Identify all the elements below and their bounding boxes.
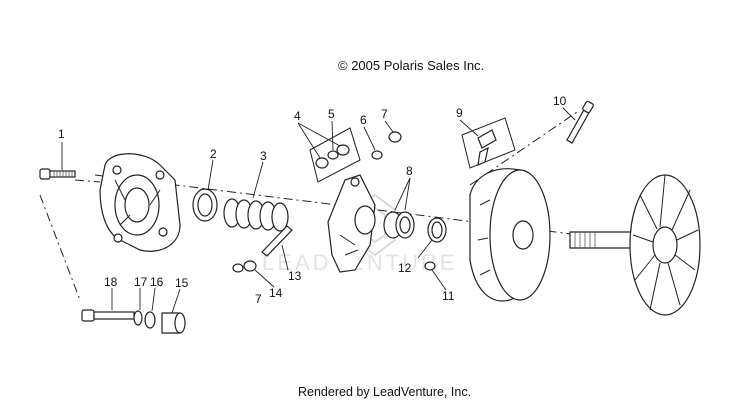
part-9-clip: [461, 117, 516, 169]
part-2-ring: [192, 188, 218, 222]
part-13-pin: [261, 225, 293, 257]
callout-13: 13: [288, 269, 302, 283]
part-10-bolt: [566, 100, 594, 144]
part-6-7-screws: [371, 131, 402, 160]
callout-1: 1: [58, 127, 65, 141]
part-cover-plate: [99, 153, 181, 252]
part-11-screw: [424, 261, 436, 271]
callout-6: 6: [360, 113, 367, 127]
callout-3: 3: [260, 149, 267, 163]
part-8-bushings: [383, 211, 415, 239]
callout-18: 18: [104, 275, 118, 289]
part-3-spring: [223, 198, 289, 232]
detail-box-4-5: [309, 127, 361, 183]
part-16-washer: [144, 311, 156, 329]
part-sheave: [469, 168, 551, 302]
copyright-notice: © 2005 Polaris Sales Inc.: [338, 58, 485, 73]
callout-15: 15: [175, 276, 189, 290]
callout-7-lower: 7: [255, 292, 262, 306]
callout-5: 5: [328, 107, 335, 121]
part-1-bolt: [39, 168, 76, 180]
callout-12: 12: [398, 261, 412, 275]
callout-7-upper: 7: [381, 107, 388, 121]
part-17-washer: [133, 310, 143, 326]
callout-17: 17: [134, 275, 148, 289]
callout-11: 11: [442, 289, 455, 303]
callout-2: 2: [210, 147, 217, 161]
callout-10: 10: [553, 94, 567, 108]
callout-4: 4: [294, 109, 301, 123]
callout-9: 9: [456, 106, 463, 120]
part-15-bushing: [161, 312, 186, 334]
centerline-bolt: [74, 179, 101, 183]
callout-14: 14: [269, 286, 283, 300]
rendered-by-footer: Rendered by LeadVenture, Inc.: [298, 385, 472, 399]
callout-16: 16: [150, 275, 164, 289]
part-4-5-rollers: [315, 144, 350, 169]
callout-8: 8: [406, 164, 413, 178]
part-spider: [327, 174, 376, 273]
part-fan-sheave: [629, 174, 701, 316]
part-12-ring: [427, 217, 447, 243]
leader-lines: [61, 107, 576, 314]
centerline-lower: [39, 194, 81, 301]
part-7-screw-lower: [232, 260, 257, 273]
part-18-bolt: [81, 309, 135, 322]
